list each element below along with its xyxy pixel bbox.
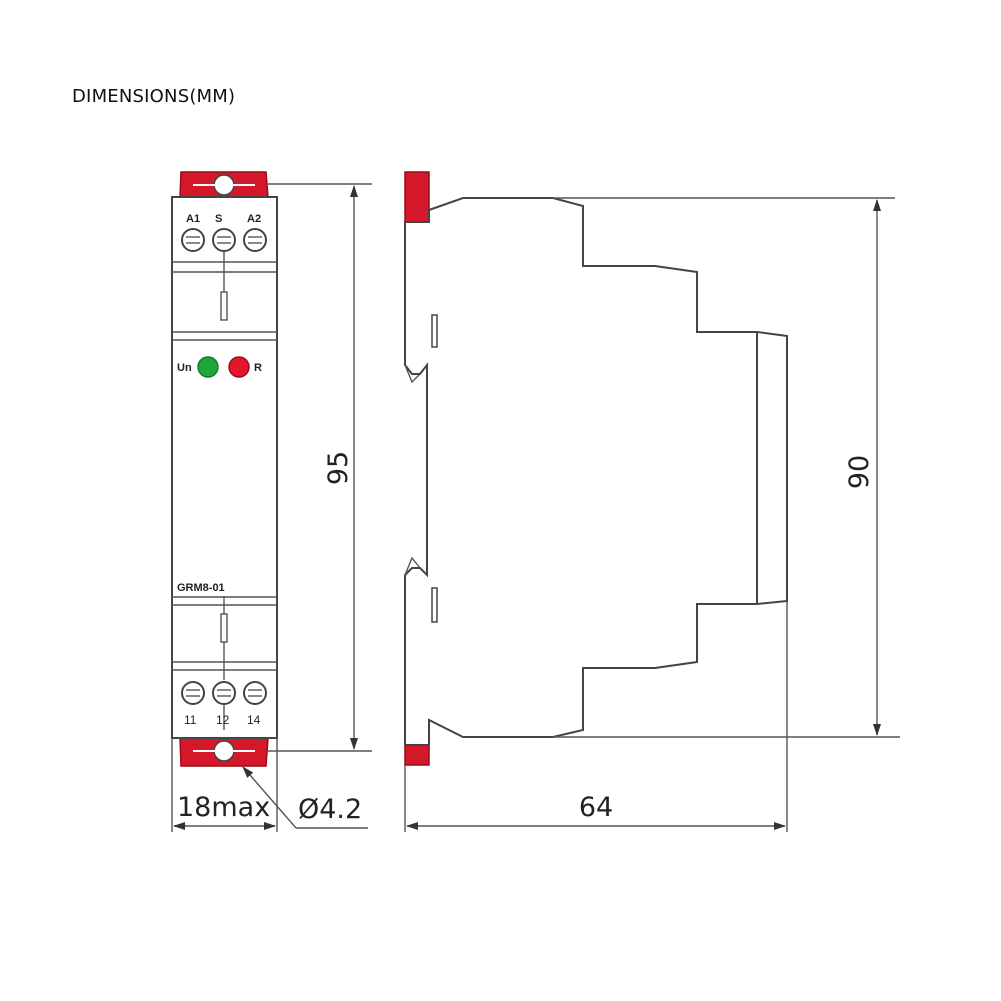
terminal-label-14: 14	[247, 713, 261, 727]
led-label-r: R	[254, 362, 262, 374]
terminal-label-11: 11	[184, 713, 197, 727]
front-view: A1 S A2 Un R GRM8-01 11 12 14	[171, 171, 278, 767]
dimension-label-90: 90	[844, 455, 875, 489]
dimension-95: 95	[268, 183, 372, 752]
terminal-label-12: 12	[216, 713, 230, 727]
side-housing	[404, 197, 788, 746]
terminal-label-a1: A1	[186, 213, 200, 225]
terminal-label-s: S	[215, 213, 222, 225]
bottom-terminal-screws	[181, 681, 267, 705]
led-label-un: Un	[177, 362, 192, 374]
dimension-hole: Ø4.2	[242, 766, 368, 829]
dimension-label-95: 95	[323, 451, 354, 485]
side-view	[404, 171, 788, 766]
dimension-64: 64	[404, 601, 788, 832]
dimension-label-hole: Ø4.2	[298, 794, 362, 825]
dimension-18max: 18max	[171, 738, 278, 832]
dimension-label-64: 64	[579, 792, 613, 823]
power-led-icon	[197, 356, 219, 378]
relay-led-icon	[228, 356, 250, 378]
dimension-90: 90	[553, 197, 900, 738]
terminal-label-a2: A2	[247, 213, 261, 225]
top-terminal-screws	[181, 228, 267, 252]
model-label: GRM8-01	[177, 582, 225, 594]
dimension-label-18max: 18max	[177, 792, 270, 823]
page-title: DIMENSIONS(MM)	[72, 86, 236, 107]
side-top-clip	[404, 171, 430, 223]
